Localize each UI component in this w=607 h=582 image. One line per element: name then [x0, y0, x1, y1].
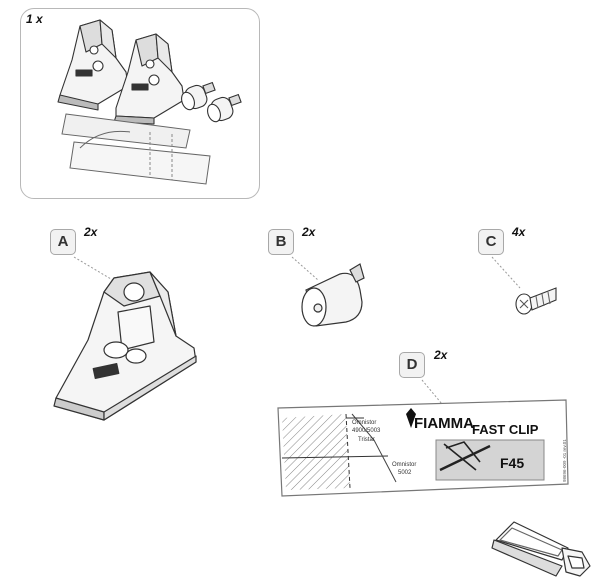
- part-label-d: D: [399, 352, 425, 378]
- kit-sticker-strip-icon: [61, 113, 211, 185]
- leader-line-a: [73, 256, 117, 283]
- spacer-b-icon: [301, 263, 365, 327]
- sticker-brand: FIAMMA: [414, 415, 474, 432]
- screw-c-icon: [515, 287, 557, 315]
- part-a-quantity: 2x: [84, 225, 98, 239]
- bracket-a-icon: [53, 271, 197, 421]
- kit-spacer-icon: [207, 93, 242, 123]
- sticker-d: [277, 399, 569, 497]
- part-b-quantity: 2x: [302, 225, 316, 239]
- kit-bracket-icon: [113, 33, 185, 125]
- sticker-label-omnistor-1b: 4900/5003: [352, 428, 381, 434]
- sticker-model: F45: [500, 455, 524, 471]
- sticker-label-tristar: Tristar: [358, 437, 375, 443]
- part-d-quantity: 2x: [434, 348, 448, 362]
- sticker-label-omnistor-1: Omnistor: [352, 420, 376, 426]
- sticker-label-omnistor-2: Omnistor: [392, 462, 416, 468]
- part-c-quantity: 4x: [512, 225, 526, 239]
- kit-spacer-icon: [181, 81, 216, 111]
- saw-crossed-icon: [439, 441, 491, 472]
- hacksaw-icon: [491, 521, 591, 577]
- sticker-label-omnistor-2b: 5002: [398, 470, 412, 476]
- kit-quantity: 1 x: [26, 12, 43, 26]
- sticker-code: 98696-009 -01 rev.01: [562, 439, 567, 482]
- part-label-b: B: [268, 229, 294, 255]
- kit-bracket-icon: [57, 19, 129, 111]
- leader-line-b: [291, 256, 319, 281]
- leader-line-d: [421, 379, 443, 405]
- part-label-c: C: [478, 229, 504, 255]
- leader-line-c: [491, 256, 521, 289]
- part-label-a: A: [50, 229, 76, 255]
- sticker-product: FAST CLIP: [472, 422, 539, 437]
